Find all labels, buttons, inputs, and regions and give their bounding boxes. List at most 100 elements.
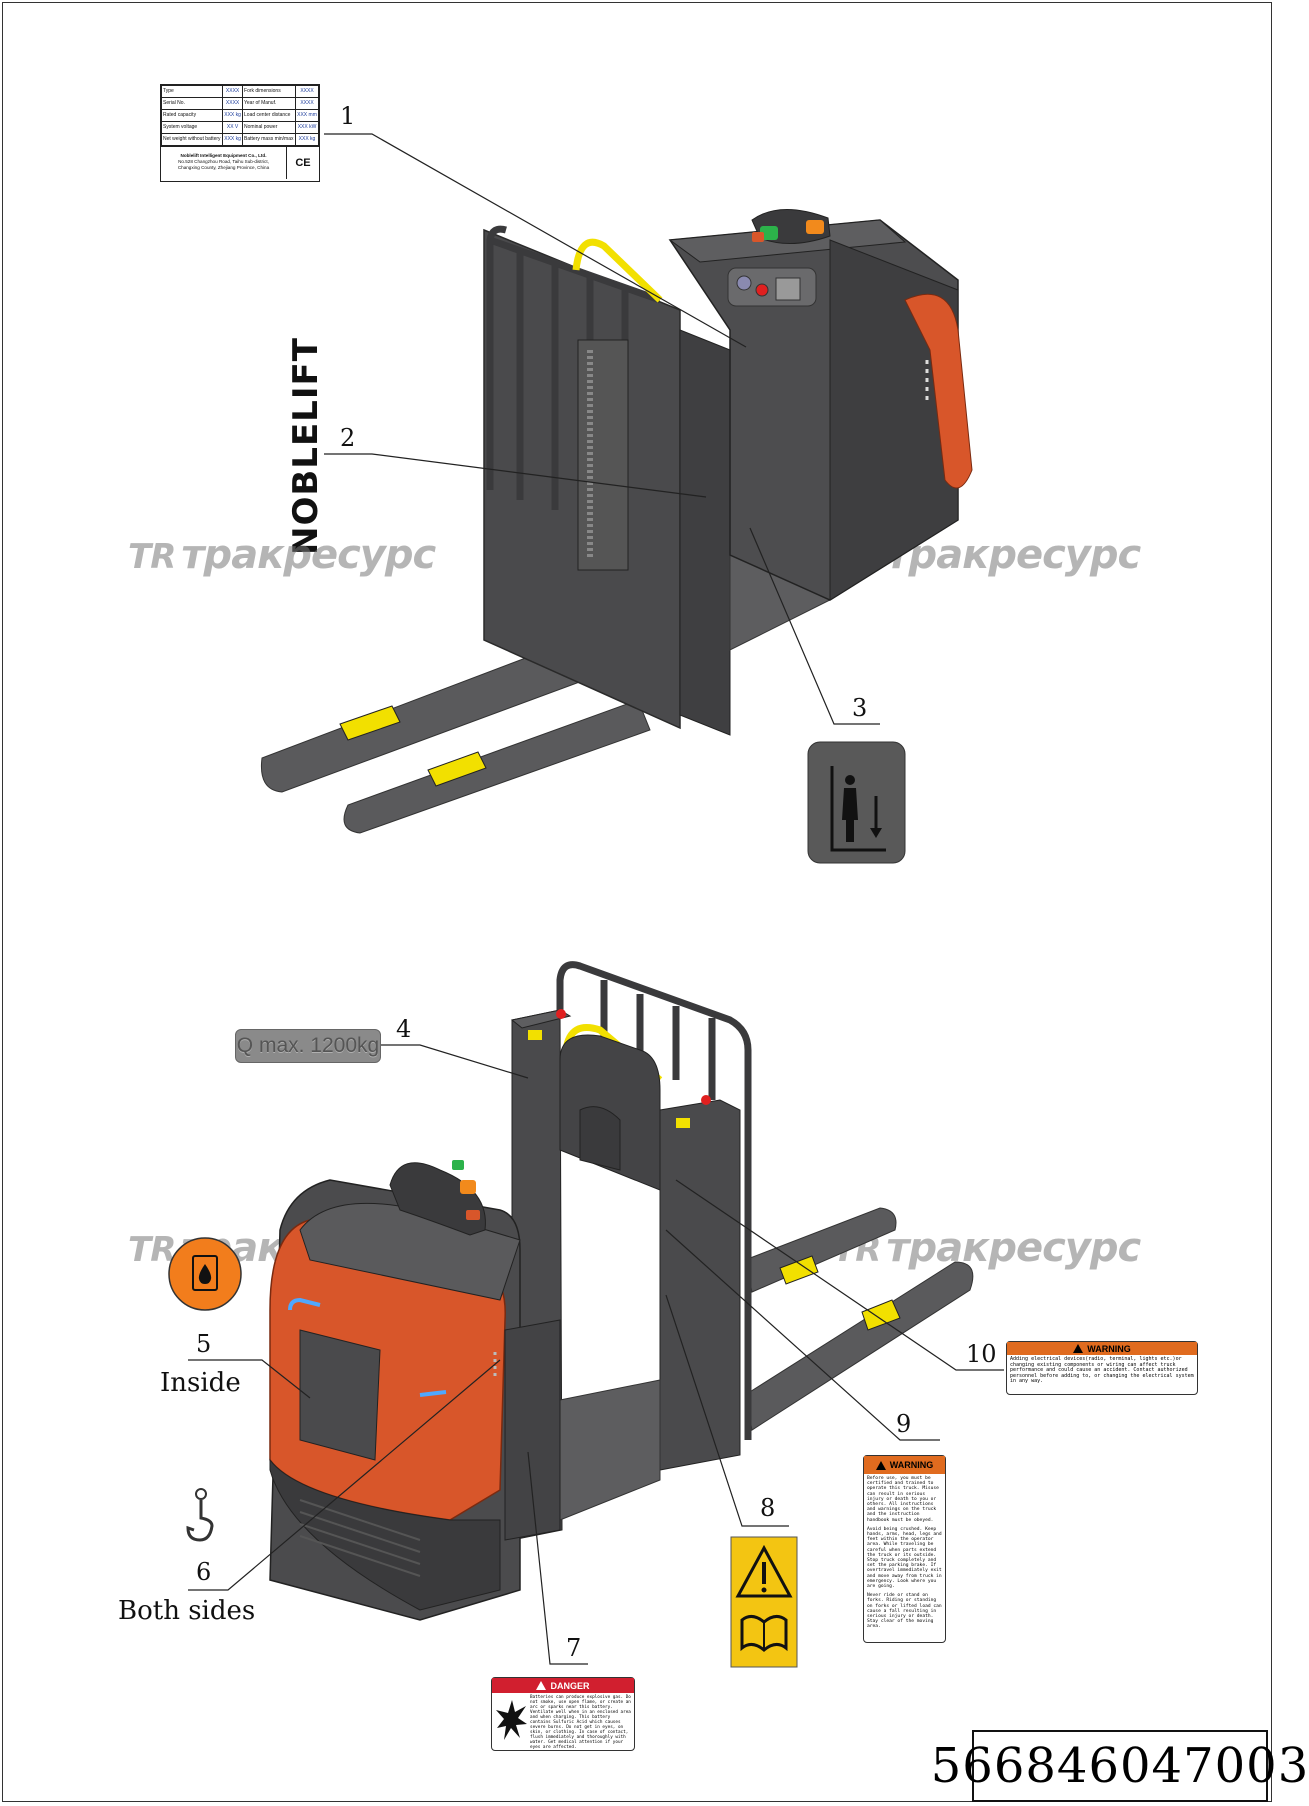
label-9-header: WARNING <box>864 1456 945 1474</box>
top-fork-reflector-left <box>339 705 401 741</box>
label-9-text-1: Before use, you must be certified and tr… <box>867 1476 939 1523</box>
bottom-fork-back <box>744 1207 897 1293</box>
top-side-post <box>679 329 731 736</box>
bottom-left-post-indicator <box>528 1030 542 1040</box>
label-9-warning-operator: WARNING Before use, you must be certifie… <box>863 1455 946 1643</box>
callout-2: 2 <box>340 424 356 452</box>
callout-3: 3 <box>852 694 868 722</box>
lifting-hook-icon <box>186 1488 214 1542</box>
nameplate-footer: Noblelift Intelligent Equipment Co., Ltd… <box>161 146 319 179</box>
drawing-frame <box>2 2 1272 1802</box>
top-fork-reflector-right <box>427 751 487 787</box>
callout-4: 4 <box>396 1015 412 1043</box>
leader-4 <box>380 1044 529 1079</box>
callout-5: 5 <box>196 1330 212 1358</box>
label-7-text: Batteries can produce explosive gas. Do … <box>530 1695 631 1750</box>
capacity-label: Q max. 1200kg <box>235 1029 381 1063</box>
callout-10: 10 <box>966 1340 997 1368</box>
leader-5 <box>188 1359 311 1399</box>
watermark-text: тракресурс <box>886 532 1141 578</box>
leader-8 <box>665 1294 789 1527</box>
leader-2 <box>324 453 707 498</box>
nameplate-field-value: XXX kg <box>222 133 244 146</box>
bottom-right-post-indicator <box>676 1118 690 1128</box>
watermark-logo: TR <box>128 1230 176 1270</box>
label-5-fuel-drop <box>168 1237 242 1311</box>
bottom-cage-bars <box>556 961 752 1440</box>
top-yellow-handle <box>572 238 663 303</box>
leader-1 <box>324 133 747 348</box>
bottom-lower-skirt <box>269 1458 501 1611</box>
top-emergency-stop <box>755 283 769 297</box>
label-6-lifting-hook <box>186 1488 214 1542</box>
label-10-header: WARNING <box>1007 1342 1197 1355</box>
leader-3 <box>749 527 880 725</box>
bottom-left-post-estop <box>556 1009 566 1019</box>
nameplate-company-block: Noblelift Intelligent Equipment Co., Ltd… <box>161 147 287 179</box>
label-7-header: DANGER <box>492 1678 634 1693</box>
callout-6: 6 <box>196 1558 212 1586</box>
drawing-number-box: 566846047003 <box>931 1730 1308 1802</box>
bottom-truck-illustration <box>269 961 974 1621</box>
bottom-vent-lines <box>299 1499 421 1577</box>
top-tiller-green-button <box>760 226 778 240</box>
bottom-fork-reflector-2 <box>861 1299 901 1331</box>
top-key-switch <box>736 275 752 291</box>
note-both-sides: Both sides <box>118 1596 256 1626</box>
bottom-light-right <box>419 1390 447 1397</box>
warning-read-manual-icon <box>735 1544 793 1652</box>
top-truck-illustration <box>260 209 973 834</box>
label-10-text: Adding electrical devices(radio, termina… <box>1010 1356 1194 1385</box>
nameplate-field-label: Net weight without battery <box>160 133 224 146</box>
label-10-warning-electrical: WARNING Adding electrical devices(radio,… <box>1006 1341 1198 1395</box>
note-inside: Inside <box>160 1368 241 1398</box>
leader-9 <box>665 1229 940 1441</box>
top-mast <box>577 339 629 571</box>
label-3-operator-lift-pictogram <box>807 741 906 864</box>
top-tiller-orange-button <box>806 220 824 234</box>
warning-triangle-icon <box>1073 1344 1084 1353</box>
bottom-floor <box>559 1379 661 1521</box>
bottom-right-post-estop <box>701 1095 711 1105</box>
bottom-front-panel <box>299 1329 381 1461</box>
bottom-tiller <box>389 1162 486 1236</box>
warning-triangle-icon <box>536 1681 547 1690</box>
callout-1: 1 <box>340 102 356 130</box>
leader-6 <box>188 1359 501 1591</box>
bottom-light-left <box>288 1297 321 1311</box>
nameplate-field-value: XXX kg <box>295 133 319 146</box>
fuel-drop-icon <box>192 1255 218 1291</box>
callout-8: 8 <box>760 1494 776 1522</box>
explosion-icon <box>496 1700 527 1740</box>
warning-triangle-icon <box>875 1460 886 1470</box>
bottom-fork-reflector-1 <box>779 1255 819 1285</box>
label-7-danger-battery: DANGER Batteries can produce explosive g… <box>491 1677 635 1751</box>
leader-7 <box>527 1451 588 1665</box>
top-leader-lines <box>324 133 880 725</box>
top-tiller-red-button <box>752 232 764 242</box>
label-9-text-2: Avoid being crushed. Keep hands, arms, h… <box>867 1526 942 1590</box>
bottom-tiller-orange-button <box>460 1180 476 1194</box>
callout-7: 7 <box>566 1634 582 1662</box>
watermark-text: тракресурс <box>181 532 436 578</box>
top-orange-cover <box>904 293 973 489</box>
bottom-tiller-red-button <box>466 1210 480 1220</box>
drawing-number: 566846047003 <box>930 1738 1309 1794</box>
label-8-warning-manual <box>730 1536 798 1668</box>
top-right-fork <box>343 699 651 834</box>
top-left-fork <box>260 644 586 793</box>
watermark-logo: TR <box>128 537 176 577</box>
ce-mark: CE <box>295 157 311 169</box>
leader-10 <box>675 1179 1004 1371</box>
nameplate-address-1: No.528 Changzhou Road, Taihu Sub-distric… <box>178 159 269 164</box>
bottom-side-panel <box>504 1319 561 1541</box>
